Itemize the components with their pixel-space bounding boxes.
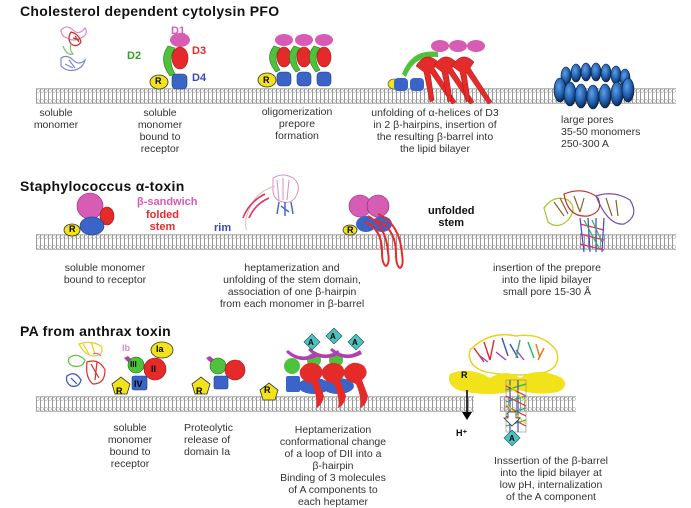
domain-d1 [170,33,190,47]
alpha-toxin-ribbon-structure [242,174,299,231]
pa-crystal-structure [65,341,106,387]
a-component-release-icon [503,411,521,447]
label-a-1: A [308,338,314,347]
lipid-bilayer-3a [36,396,328,412]
label-iii: III [130,360,137,369]
alpha-toxin-heptamer [342,194,404,270]
domain-ia [150,341,174,359]
lipid-bilayer-1 [36,88,676,104]
label-d2: D2 [127,50,142,62]
pfo-large-pore [553,62,635,110]
receptor-label-1: R [155,76,162,86]
label-d1: D1 [171,25,186,37]
receptor-label-8: R [461,370,468,380]
label-iv: IV [134,379,143,389]
panel-3-title: PA from anthrax toxin [20,323,171,339]
domain-ii [143,357,167,381]
domain-d4 [171,73,188,90]
domain-iv [131,375,148,391]
receptor-label-4: R [347,225,354,235]
pfo-monomer-bound [149,33,190,90]
pa-monomer-bound [111,341,174,395]
pa-cleaved-monomer [191,356,246,395]
label-d3: D3 [192,45,207,57]
proton-label: H⁺ [456,428,468,438]
alpha-toxin-monomer [63,192,115,237]
label-ii: II [151,364,157,374]
pa-heptamer [259,327,368,408]
alpha-toxin-pore-structure [543,190,635,253]
receptor [149,74,169,90]
pa-pore-structure [449,333,566,433]
receptor-label-2: R [263,75,270,85]
panel-1-title: Cholesterol dependent cytolysin PFO [20,3,280,19]
receptor-label-3: R [69,224,76,234]
proton-arrow-icon [462,390,472,420]
label-d4: D4 [192,72,207,84]
label-rim: rim [214,222,232,234]
panel-2-title: Staphylococcus α-toxin [20,178,185,194]
pfo-crystal-structure [60,26,87,72]
label-a-released: A [509,434,515,443]
lipid-bilayer-3c [500,396,576,412]
domain-d3 [171,46,189,70]
pfo-prepore [257,33,334,88]
receptor-label-7: R [264,385,271,395]
receptor-label-5: R [116,386,123,396]
label-ib: Ib [122,343,130,353]
receptor-label-6: R [196,386,203,396]
label-a-3: A [352,338,358,347]
label-a-2: A [330,332,336,341]
label-beta-sandwich: β-sandwich [137,196,198,208]
domain-iii [127,356,145,374]
pfo-inserted-barrel [387,40,493,105]
receptor [111,376,131,395]
lipid-bilayer-2 [36,234,676,250]
label-ia: Ia [156,344,164,354]
